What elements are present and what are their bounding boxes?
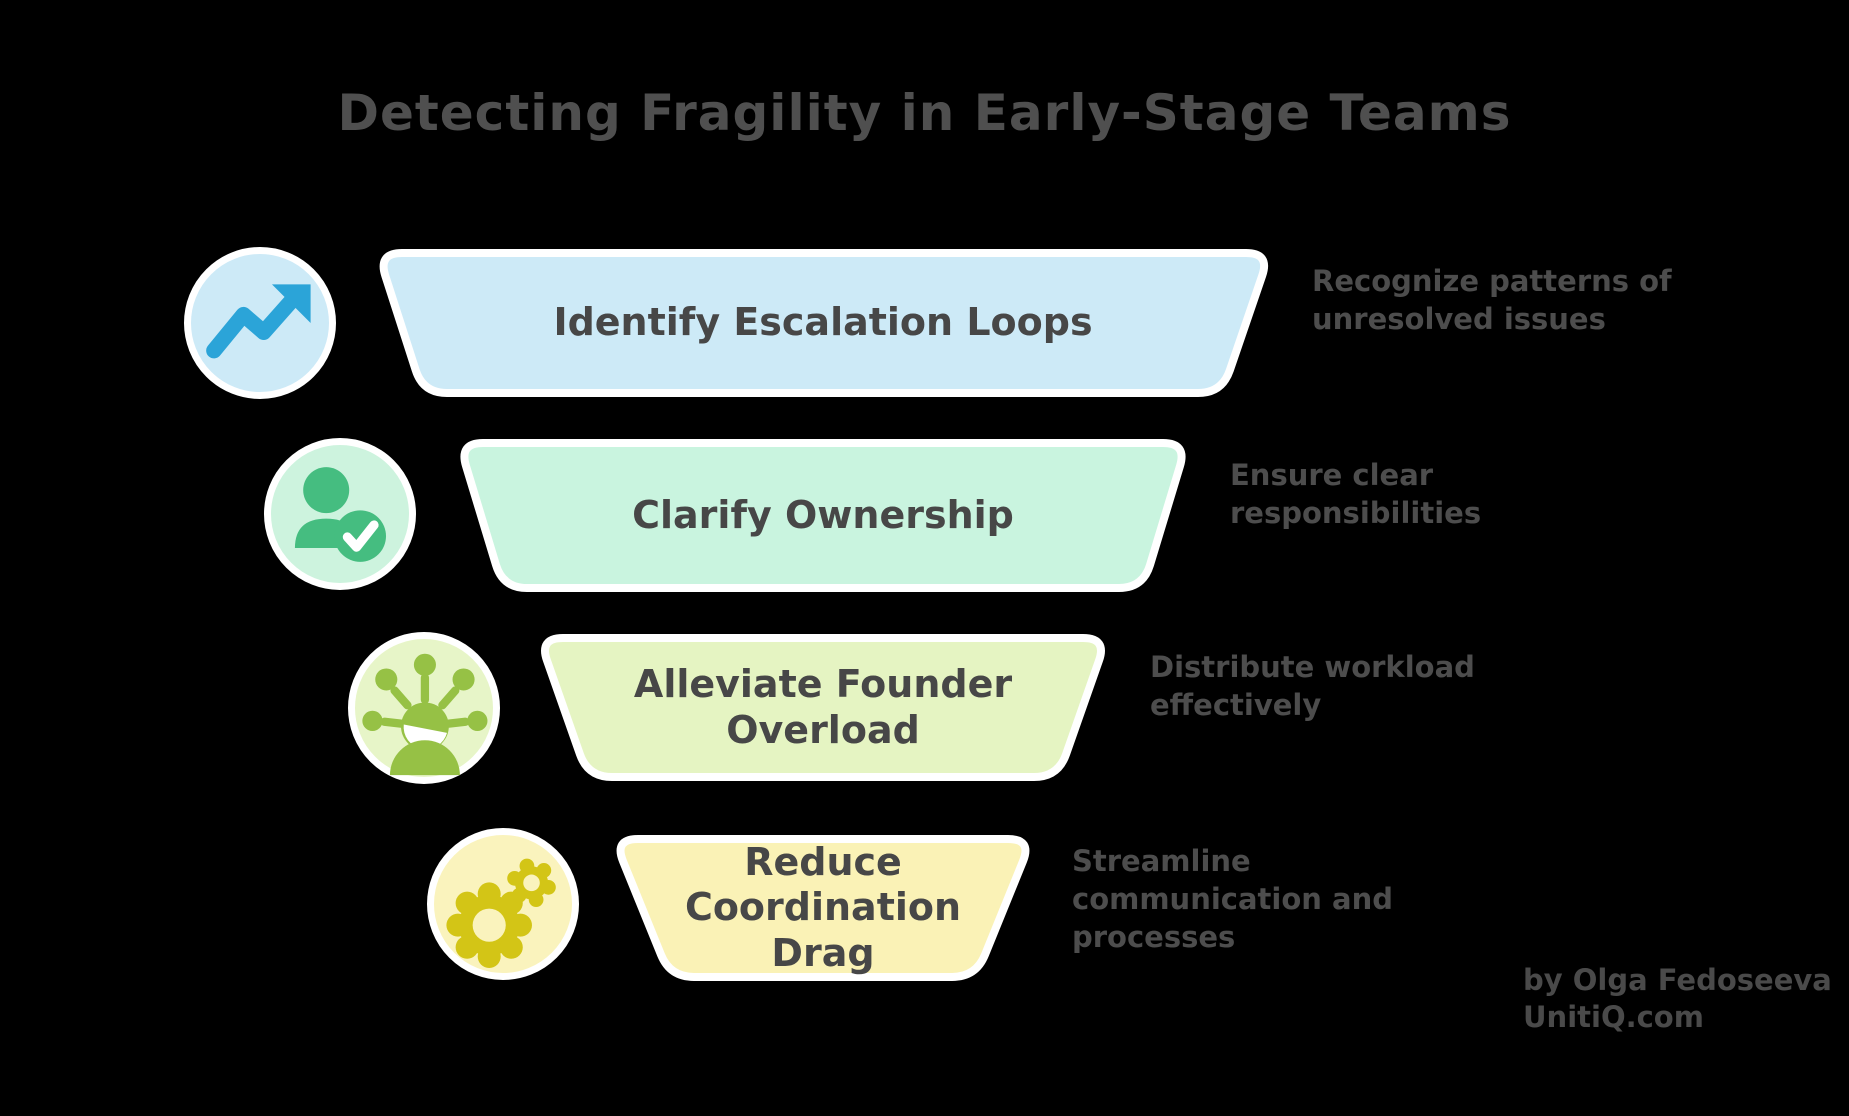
funnel-stage-shape [460, 439, 1186, 592]
attribution-author: by Olga Fedoseeva [1523, 963, 1832, 997]
stage-description: Distribute workload effectively [1150, 650, 1475, 722]
stage-description: Streamline communication and processes [1072, 844, 1393, 954]
funnel-stage-label: Clarify Ownership [632, 492, 1014, 537]
person-check-icon [294, 467, 386, 562]
delegation-icon [362, 653, 488, 776]
icon-bubble [348, 632, 500, 784]
page-title: Detecting Fragility in Early-Stage Teams [337, 84, 1512, 142]
attribution: by Olga Fedoseeva UnitiQ.com [1523, 962, 1832, 1036]
funnel-stage-label: Alleviate Founder Overload [633, 661, 1013, 752]
icon-bubble [427, 828, 579, 980]
gears-icon [446, 858, 556, 968]
funnel-stage-shape [616, 835, 1030, 981]
trending-up-icon [206, 284, 311, 359]
funnel-stage-label: Reduce Coordination Drag [684, 839, 962, 975]
attribution-site: UnitiQ.com [1523, 1000, 1704, 1034]
icon-bubble [184, 247, 336, 399]
funnel-stage-shape [541, 634, 1105, 781]
funnel-stage-shape [379, 249, 1269, 397]
stage-description: Ensure clear responsibilities [1230, 458, 1482, 530]
stage-description: Recognize patterns of unresolved issues [1312, 264, 1672, 336]
icon-bubble [264, 438, 416, 590]
funnel-stage-label: Identify Escalation Loops [553, 300, 1093, 345]
